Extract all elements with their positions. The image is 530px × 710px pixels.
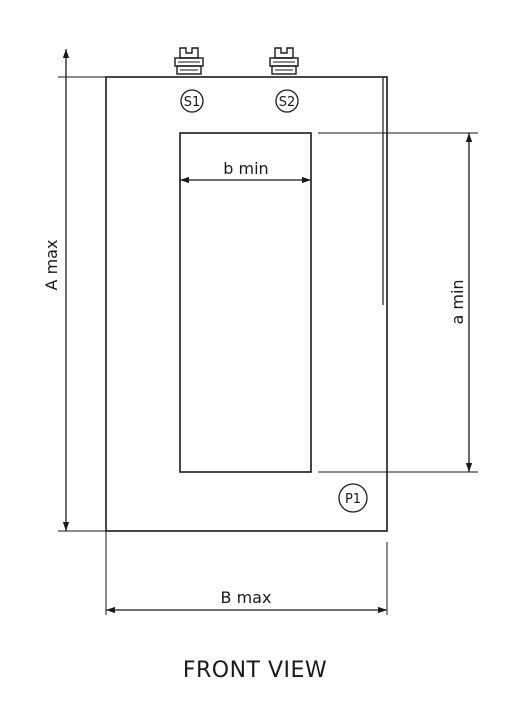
terminal-screw-s1 [174, 47, 204, 75]
terminal-mark-p1: P1 [338, 483, 368, 513]
inner-window [179, 132, 312, 473]
terminal-screw-s2 [269, 47, 299, 75]
terminal-label-s2: S2 [279, 95, 296, 110]
dimension-outer-width: B max [105, 531, 388, 615]
dimension-window-width: b min [180, 159, 311, 184]
view-caption: FRONT VIEW [182, 658, 328, 683]
dimension-label-outer-height: A max [42, 240, 61, 291]
dimension-outer-height: A max [42, 49, 106, 532]
terminal-mark-s1: S1 [180, 89, 204, 113]
dimension-label-window-width: b min [223, 159, 268, 178]
terminal-mark-s2: S2 [275, 89, 299, 113]
terminal-label-s1: S1 [184, 95, 201, 110]
terminal-label-p1: P1 [345, 492, 361, 507]
dimension-label-window-height: a min [448, 279, 467, 324]
outer-frame [105, 76, 388, 532]
dimension-window-height: a min [318, 132, 478, 473]
dimension-label-outer-width: B max [221, 588, 272, 607]
